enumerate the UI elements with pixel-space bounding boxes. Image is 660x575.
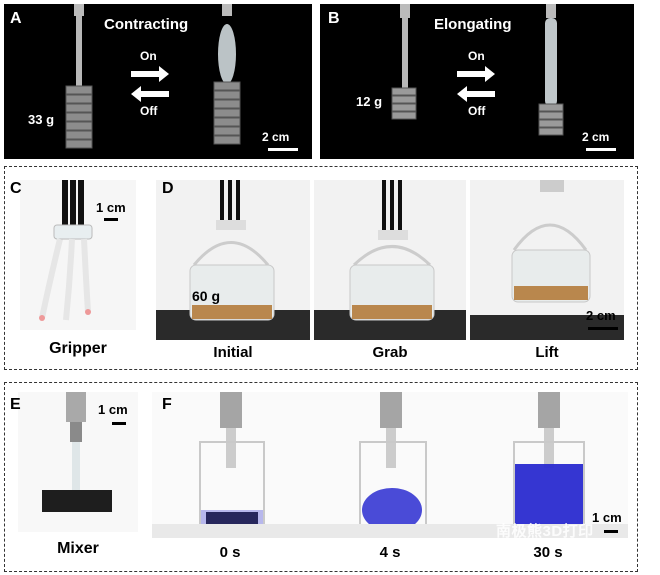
panel-a-letter: A <box>10 10 22 27</box>
panel-b-illustration <box>391 4 564 136</box>
panel-c-letter: C <box>10 180 22 197</box>
panel-d-photo-grab <box>314 180 466 340</box>
gripper-illustration <box>39 180 93 321</box>
panel-a-off-label: Off <box>140 104 158 118</box>
mixer-section <box>4 382 638 572</box>
panel-b-letter: B <box>328 10 340 27</box>
panel-e-caption: Mixer <box>57 540 99 557</box>
panel-b-scale-bar <box>586 148 616 151</box>
panel-c-photo <box>20 180 136 330</box>
panel-a-title: Contracting <box>104 16 189 33</box>
panel-a-weight: 33 g <box>28 112 55 127</box>
panel-d-weight: 60 g <box>192 288 221 304</box>
panel-e-letter: E <box>10 396 21 413</box>
panel-b-title: Elongating <box>434 16 512 33</box>
panel-c-caption: Gripper <box>49 340 107 357</box>
panel-a: A Contracting On Off 33 g 2 cm <box>4 4 312 159</box>
panel-c-scale-label: 1 cm <box>96 200 126 215</box>
beaker-illustrations <box>152 392 628 538</box>
panel-d-caption-lift: Lift <box>535 344 559 361</box>
panel-d-letter: D <box>162 180 174 197</box>
panel-b-off-label: Off <box>468 104 486 118</box>
panel-b-weight: 12 g <box>356 94 383 109</box>
panel-a-scale-bar <box>268 148 298 151</box>
panel-f-scale-label: 1 cm <box>592 510 622 525</box>
panel-f-letter: F <box>162 396 172 413</box>
panel-b: B Elongating On Off 12 g 2 cm <box>320 4 634 159</box>
panel-f-caption-30s: 30 s <box>533 544 563 561</box>
bucket-illustration-initial <box>156 180 310 340</box>
panel-d-photo-lift <box>470 180 624 340</box>
panel-d-scale-bar <box>588 327 618 330</box>
panel-a-on-label: On <box>140 49 157 63</box>
panel-d-caption-grab: Grab <box>372 344 408 361</box>
panel-f-scale-bar <box>604 530 618 533</box>
watermark-text: 南极熊3D打印 <box>496 523 594 540</box>
panel-e-scale-label: 1 cm <box>98 402 128 417</box>
panel-f-caption-0s: 0 s <box>219 544 241 561</box>
mixer-illustration <box>42 392 112 512</box>
panel-d-scale-label: 2 cm <box>586 308 616 323</box>
panel-a-scale-label: 2 cm <box>262 130 290 144</box>
panel-e-photo <box>18 392 138 532</box>
panel-f-photo <box>152 392 628 538</box>
panel-e-scale-bar <box>112 422 126 425</box>
panel-f-caption-4s: 4 s <box>379 544 401 561</box>
panel-b-scale-label: 2 cm <box>582 130 610 144</box>
panel-c-scale-bar <box>104 218 118 221</box>
panel-d-caption-initial: Initial <box>213 344 253 361</box>
panel-b-on-label: On <box>468 49 485 63</box>
panel-d-photo-initial <box>156 180 310 340</box>
panel-a-illustration <box>65 4 241 149</box>
gripper-section <box>4 166 638 370</box>
bucket-illustration-grab <box>314 180 466 340</box>
